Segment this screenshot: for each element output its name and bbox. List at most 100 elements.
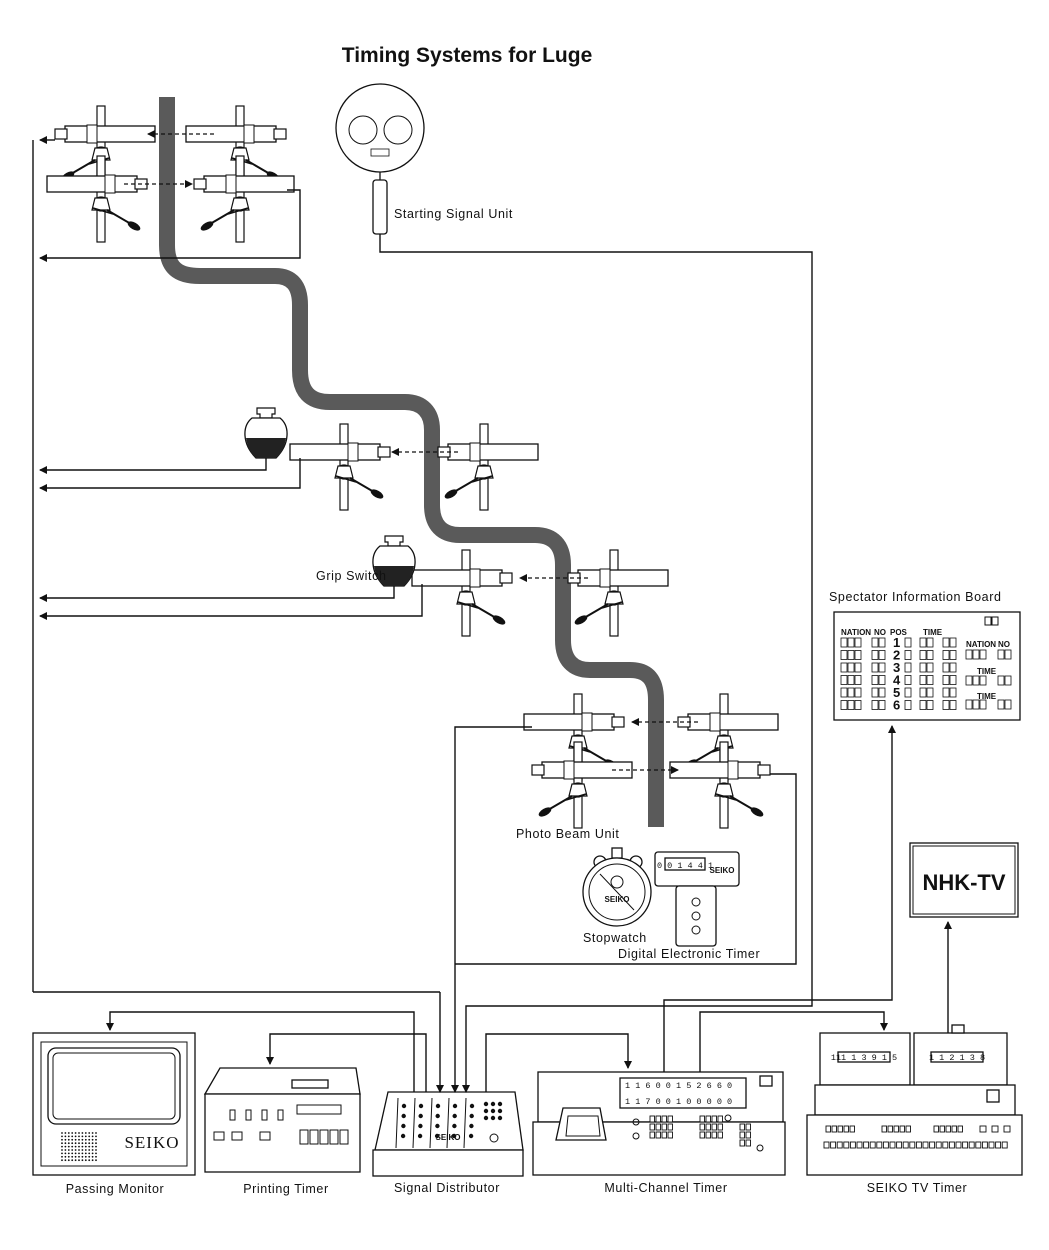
board-cell — [949, 650, 957, 660]
distributor-knob — [418, 1113, 423, 1119]
timer-key — [717, 1131, 723, 1139]
board-cell — [919, 637, 927, 648]
speaker-dot — [61, 1142, 63, 1145]
speaker-dot — [88, 1145, 91, 1148]
luge-track — [159, 97, 664, 827]
tv-timer-key — [837, 1125, 843, 1133]
tv-timer-key — [843, 1125, 849, 1133]
nhk-tv-label: NHK-TV — [922, 870, 1005, 895]
speaker-dot — [61, 1135, 63, 1138]
speaker-dot — [95, 1138, 97, 1141]
speaker-dot — [67, 1135, 70, 1138]
distributor-logo: SEIKO — [436, 1133, 461, 1142]
timer-key — [745, 1131, 751, 1139]
board-header-no: NO — [874, 628, 886, 637]
speaker-dot — [78, 1152, 80, 1155]
tv-timer-key — [939, 1125, 945, 1133]
distributor-button — [490, 1108, 496, 1114]
tv-timer-key — [899, 1125, 905, 1133]
speaker-dot — [88, 1159, 91, 1162]
speaker-dot — [81, 1138, 84, 1141]
distributor-knob — [417, 1133, 423, 1139]
board-cell — [847, 650, 855, 660]
stopwatch-logo: SEIKO — [605, 895, 630, 904]
board-cell — [997, 649, 1005, 660]
board-cell — [942, 687, 950, 698]
monitor-logo: SEIKO — [124, 1133, 179, 1152]
speaker-dot — [74, 1145, 77, 1148]
distributor-knob — [435, 1113, 440, 1119]
timer-key — [649, 1115, 655, 1123]
board-cell — [871, 700, 879, 710]
board-cell — [965, 649, 973, 660]
starting-signal-unit-label: Starting Signal Unit — [394, 207, 513, 221]
speaker-dot — [64, 1132, 67, 1134]
speaker-dot — [67, 1145, 70, 1148]
timer-key — [739, 1139, 745, 1147]
speaker-dot — [61, 1132, 63, 1134]
speaker-dot — [78, 1132, 80, 1134]
board-cell — [949, 662, 957, 673]
speaker-dot — [95, 1149, 97, 1151]
speaker-dot — [81, 1152, 84, 1155]
board-cell — [854, 650, 862, 660]
speaker-dot — [64, 1152, 67, 1155]
grip-switch-1 — [244, 407, 288, 459]
timer-key — [649, 1131, 655, 1139]
speaker-dot — [84, 1155, 87, 1158]
timer-key — [699, 1123, 705, 1131]
board-position-number: 1 — [893, 635, 900, 650]
board-cell — [1004, 699, 1012, 710]
printer-key — [309, 1129, 319, 1145]
nhk-tv-monitor: NHK-TV — [909, 842, 1019, 918]
timer-key — [667, 1123, 673, 1131]
timer-key — [661, 1131, 667, 1139]
speaker-dot — [78, 1135, 80, 1138]
speaker-dot — [88, 1149, 91, 1151]
printing-timer: Printing Timer — [203, 1067, 361, 1196]
tv-timer-key — [830, 1141, 837, 1149]
tv-timer-key — [849, 1141, 856, 1149]
timer-key — [705, 1115, 711, 1123]
distributor-knob — [400, 1133, 406, 1139]
timer-key — [699, 1115, 705, 1123]
distributor-knob — [418, 1103, 424, 1109]
distributor-knob — [435, 1103, 441, 1109]
tv-timer-display-right: 1 1 2 1 3 8 — [929, 1053, 985, 1063]
board-cell — [871, 687, 879, 698]
finish-photo-beam-pair-1 — [524, 693, 779, 781]
tv-timer-key — [823, 1141, 830, 1149]
board-cell — [871, 637, 879, 648]
seiko-tv-timer-label: SEIKO TV Timer — [867, 1181, 968, 1195]
tv-timer-key — [995, 1141, 1002, 1149]
board-cell — [871, 650, 879, 660]
printer-keys — [213, 1104, 349, 1145]
tv-timer-key — [1001, 1141, 1008, 1149]
speaker-dot — [71, 1132, 74, 1134]
board-cell — [904, 637, 912, 648]
speaker-dot — [67, 1142, 70, 1145]
timer-key — [745, 1139, 751, 1147]
board-cell — [979, 649, 987, 660]
timer-key — [705, 1131, 711, 1139]
distributor-knob — [452, 1113, 457, 1119]
tv-timer-key — [863, 1141, 870, 1149]
speaker-dot — [74, 1135, 77, 1138]
timer-key — [745, 1123, 751, 1131]
distributor-channel — [463, 1097, 467, 1149]
speaker-dot — [64, 1149, 67, 1151]
speaker-dot — [81, 1145, 84, 1148]
digital-electronic-timer: 0 0 1 4 4 1 SEIKO Digital Electronic Tim… — [618, 851, 760, 961]
board-cell — [919, 650, 927, 660]
board-cell — [878, 662, 886, 673]
tv-timer-key — [905, 1125, 911, 1133]
timer-key — [661, 1115, 667, 1123]
board-header-time-3: TIME — [977, 692, 997, 701]
speaker-dot — [88, 1135, 91, 1138]
board-cells — [840, 637, 1012, 710]
timer-key — [711, 1131, 717, 1139]
board-cell — [847, 662, 855, 673]
tv-timer-key — [915, 1141, 922, 1149]
board-cell — [926, 662, 934, 673]
speaker-dot — [78, 1145, 80, 1148]
